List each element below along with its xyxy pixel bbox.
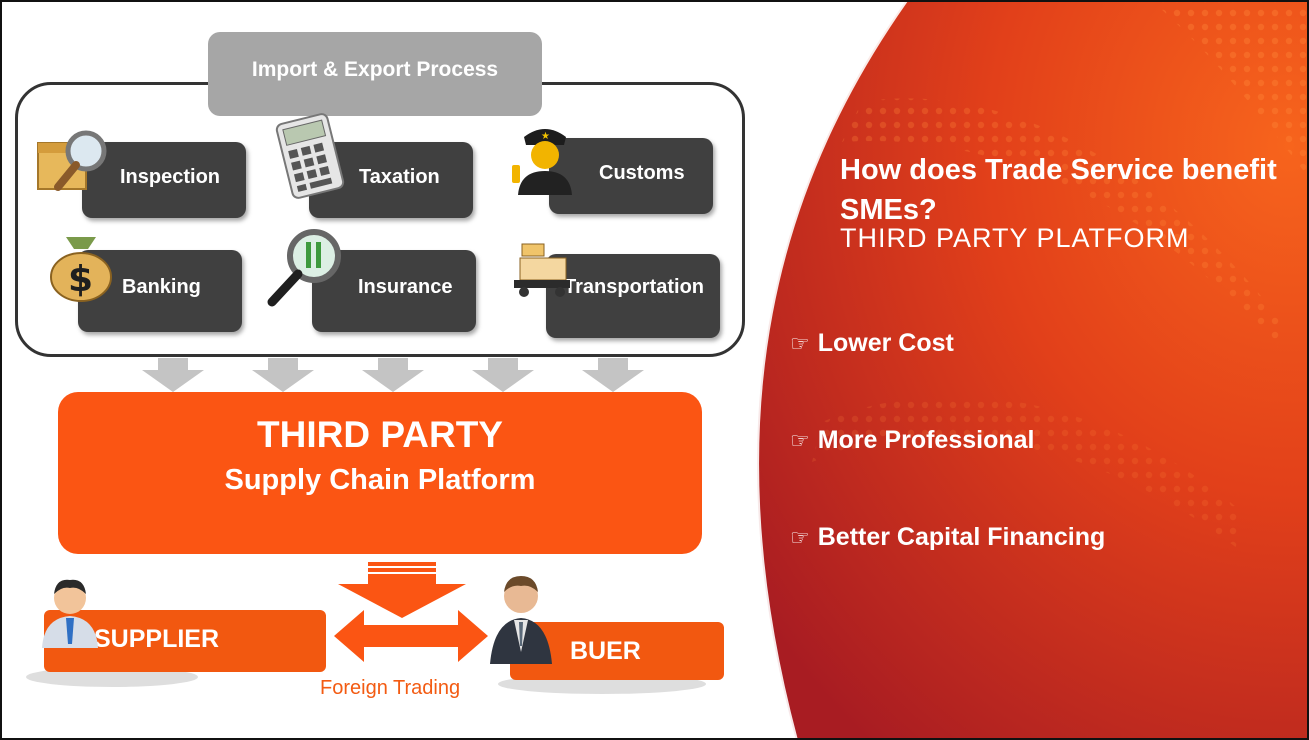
supplier-label: SUPPLIER	[94, 625, 220, 653]
foreign-trading-label: Foreign Trading	[320, 677, 461, 699]
money-bag-icon: $	[50, 237, 112, 302]
service-label: Banking	[122, 276, 201, 298]
benefit-item: ☞ Lower Cost	[790, 329, 954, 358]
process-title: Import & Export Process	[208, 32, 542, 116]
question-heading: How does Trade Service benefit SMEs?	[840, 154, 1277, 226]
service-inspection: Inspection	[82, 142, 246, 218]
benefit-label: More Professional	[817, 426, 1035, 454]
service-label: Insurance	[358, 276, 453, 298]
customs-officer-icon: ★	[512, 129, 572, 195]
pointing-hand-icon: ☞	[790, 331, 810, 356]
magnifier-money-icon	[267, 229, 341, 307]
platform-subtitle: Supply Chain Platform	[224, 464, 536, 496]
svg-text:★: ★	[541, 131, 550, 142]
arrow-down-icon	[252, 358, 314, 392]
arrow-down-icon	[582, 358, 644, 392]
double-arrow-icon	[334, 610, 488, 662]
service-label: Taxation	[359, 166, 440, 188]
benefit-item: ☞ More Professional	[790, 426, 1034, 455]
decorative-panel	[722, 2, 1307, 738]
platform-title: THIRD PARTY	[257, 414, 503, 455]
forklift-icon	[514, 243, 570, 297]
svg-text:$: $	[68, 259, 93, 300]
service-label: Inspection	[120, 166, 221, 188]
service-customs: Customs	[549, 138, 713, 214]
service-label: Transportation	[564, 276, 705, 298]
benefit-item: ☞ Better Capital Financing	[790, 523, 1105, 552]
arrow-down-icon	[142, 358, 204, 392]
supplier-avatar-icon	[42, 579, 98, 648]
service-insurance: Insurance	[312, 250, 476, 332]
arrow-down-icon	[362, 358, 424, 392]
pointing-hand-icon: ☞	[790, 525, 810, 550]
pointing-hand-icon: ☞	[790, 428, 810, 453]
buyer-avatar-icon	[490, 576, 552, 664]
benefit-label: Better Capital Financing	[817, 523, 1106, 551]
magnifier-box-icon	[37, 130, 107, 191]
arrow-down-large-icon	[338, 562, 466, 618]
platform-box: THIRD PARTY Supply Chain Platform	[58, 392, 702, 554]
arrow-down-icon	[472, 358, 534, 392]
shadow	[26, 667, 198, 687]
benefit-label: Lower Cost	[817, 329, 954, 357]
buyer-label: BUER	[570, 637, 641, 665]
service-label: Customs	[599, 162, 685, 184]
calculator-icon	[275, 113, 345, 199]
platform-subheading: THIRD PARTY PLATFORM	[840, 223, 1190, 253]
service-transportation: Transportation	[546, 254, 720, 338]
